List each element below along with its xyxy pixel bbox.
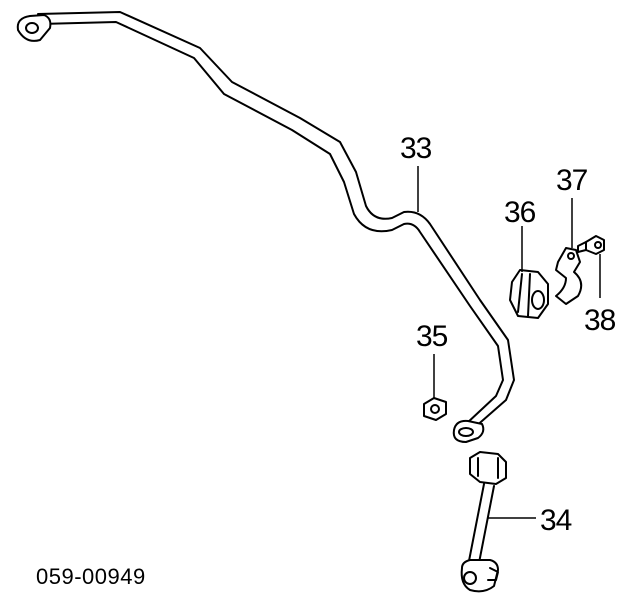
stabilizer-link <box>460 451 507 593</box>
callout-35: 35 <box>416 320 448 353</box>
stabilizer-bar <box>16 11 515 443</box>
nut <box>423 397 447 421</box>
callout-36: 36 <box>504 196 536 229</box>
bolt <box>577 235 605 255</box>
callout-37: 37 <box>556 164 588 197</box>
bushing <box>509 269 549 319</box>
callout-38: 38 <box>584 304 616 337</box>
callout-33: 33 <box>400 132 432 165</box>
diagram-code: 059-00949 <box>36 564 146 589</box>
bushing-bracket <box>555 247 583 305</box>
leader-lines <box>417 166 601 519</box>
callout-34: 34 <box>540 504 572 537</box>
